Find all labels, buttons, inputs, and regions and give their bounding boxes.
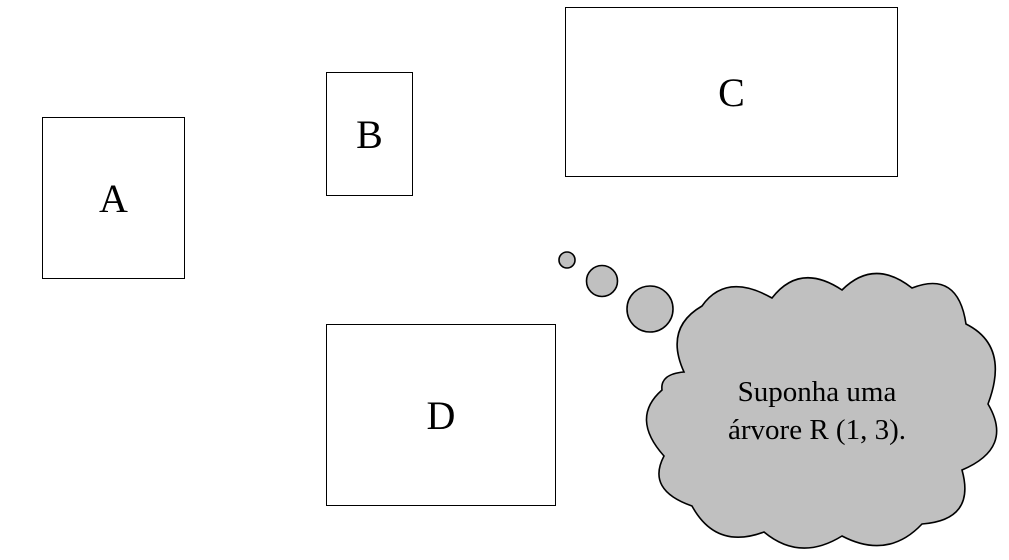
box-c-label: C — [718, 69, 745, 115]
thought-bubble-dot-medium — [585, 264, 619, 298]
box-d-label: D — [426, 392, 456, 438]
thought-bubble-dot-small — [558, 251, 576, 269]
box-a-label: A — [99, 175, 128, 221]
box-b: B — [326, 72, 413, 196]
thought-cloud — [645, 272, 998, 549]
box-b-label: B — [356, 111, 383, 157]
box-c: C — [565, 7, 898, 177]
thought-bubble-dot-large — [626, 285, 674, 333]
thought-text-line-1: Suponha uma — [737, 376, 897, 408]
box-d: D — [326, 324, 556, 506]
thought-text-line-2: árvore R (1, 3). — [728, 414, 906, 446]
box-a: A — [42, 117, 185, 279]
